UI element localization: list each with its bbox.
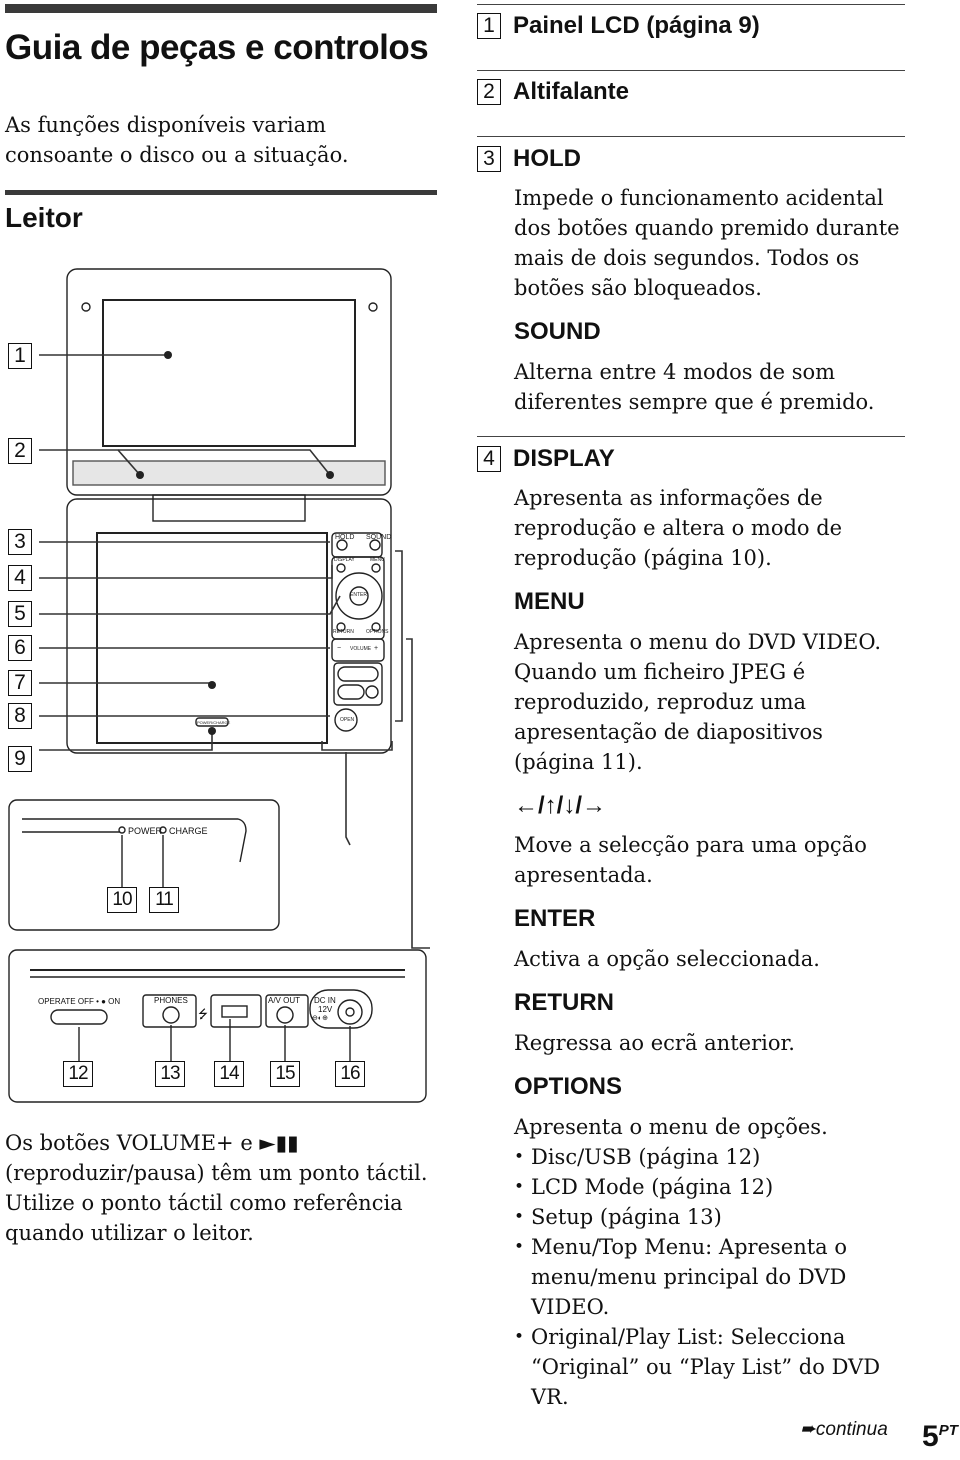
display-text: Apresenta as informações de reprodução e… bbox=[514, 486, 843, 570]
sound-title: SOUND bbox=[514, 318, 601, 345]
callout-16: 16 bbox=[335, 1061, 365, 1087]
callout-4: 4 bbox=[8, 565, 32, 591]
label-power-charge: POWER/CHARGE bbox=[197, 720, 231, 725]
section-4-title: DISPLAY bbox=[513, 445, 615, 472]
callout-6: 6 bbox=[8, 635, 32, 661]
label-volume-plus: + bbox=[374, 645, 379, 652]
tactile-note: Os botões VOLUME+ e ►▮▮ (reproduzir/paus… bbox=[5, 1131, 428, 1245]
player-diagram: HOLD SOUND DISPLAY MENU ENTER RETURN OPT… bbox=[0, 255, 440, 1115]
label-return: RETURN bbox=[333, 629, 354, 635]
label-sound: SOUND bbox=[366, 534, 392, 541]
hold-text: Impede o funcionamento acidental dos bot… bbox=[514, 186, 900, 300]
options-title: OPTIONS bbox=[514, 1073, 623, 1100]
callout-1: 1 bbox=[8, 343, 32, 369]
callout-s3: 3 bbox=[477, 146, 501, 172]
player-drawing bbox=[8, 268, 430, 1103]
list-item: Setup (página 13) bbox=[514, 1202, 909, 1232]
section-2-title: Altifalante bbox=[513, 78, 630, 105]
intro-text: As funções disponíveis variam consoante … bbox=[5, 113, 349, 167]
section-rule-left bbox=[5, 190, 437, 195]
section-title-leitor: Leitor bbox=[5, 202, 83, 233]
callout-9: 9 bbox=[8, 746, 32, 772]
callout-10: 10 bbox=[107, 887, 137, 913]
sound-text: Alterna entre 4 modos de som diferentes … bbox=[514, 360, 875, 414]
callout-8: 8 bbox=[8, 703, 32, 729]
rule-s1 bbox=[477, 4, 905, 5]
list-item: LCD Mode (página 12) bbox=[514, 1172, 909, 1202]
label-enter: ENTER bbox=[350, 592, 367, 598]
label-charge: CHARGE bbox=[169, 826, 208, 836]
rule-s3 bbox=[477, 136, 905, 137]
callout-7: 7 bbox=[8, 670, 32, 696]
page-title: Guia de peças e controlos bbox=[5, 28, 429, 67]
arrows-title: ←/↑/↓/→ bbox=[514, 792, 607, 819]
section-2: 2 Altifalante bbox=[477, 78, 629, 108]
label-volume: VOLUME bbox=[350, 646, 372, 652]
label-options: OPTIONS bbox=[366, 629, 389, 635]
dc-polarity-icon: ⊖◐⊕ bbox=[312, 1015, 328, 1022]
section-1: 1 Painel LCD (página 9) bbox=[477, 12, 760, 42]
section-1-title: Painel LCD (página 9) bbox=[513, 12, 760, 39]
callout-15: 15 bbox=[270, 1061, 300, 1087]
callout-14: 14 bbox=[214, 1061, 244, 1087]
callout-2: 2 bbox=[8, 438, 32, 464]
page-number: 5PT bbox=[922, 1420, 958, 1454]
label-hold: HOLD bbox=[335, 534, 355, 541]
options-text: Apresenta o menu de opções. bbox=[514, 1115, 828, 1139]
label-av-out: A/V OUT bbox=[268, 996, 301, 1005]
callout-12: 12 bbox=[63, 1061, 93, 1087]
callout-11: 11 bbox=[149, 887, 179, 913]
callout-s1: 1 bbox=[477, 13, 501, 39]
label-volume-minus: − bbox=[337, 645, 342, 652]
label-power: POWER bbox=[128, 826, 163, 836]
label-menu: MENU bbox=[370, 557, 385, 563]
arrows-text: Move a selecção para uma opção apresenta… bbox=[514, 833, 867, 887]
return-title: RETURN bbox=[514, 989, 614, 1016]
top-rule-left bbox=[5, 4, 437, 13]
rule-s4 bbox=[477, 436, 905, 437]
list-item: Menu/Top Menu: Apresenta o menu/menu pri… bbox=[514, 1232, 909, 1322]
label-phones: PHONES bbox=[154, 996, 188, 1005]
menu-text: Apresenta o menu do DVD VIDEO. Quando um… bbox=[514, 630, 882, 774]
label-dc-in: DC IN bbox=[314, 996, 336, 1005]
callout-3: 3 bbox=[8, 529, 32, 555]
section-4: 4 DISPLAY bbox=[477, 445, 615, 475]
section-3-title: HOLD bbox=[513, 145, 581, 172]
section-3: 3 HOLD bbox=[477, 145, 581, 175]
list-item: Original/Play List: Selecciona “Original… bbox=[514, 1322, 909, 1412]
label-open: OPEN bbox=[340, 717, 355, 723]
continua-label: ➨continua bbox=[800, 1419, 888, 1440]
page-language: PT bbox=[938, 1422, 958, 1439]
label-dc-volt: 12V bbox=[318, 1005, 333, 1014]
menu-title: MENU bbox=[514, 588, 585, 615]
callout-5: 5 bbox=[8, 601, 32, 627]
enter-text: Activa a opção seleccionada. bbox=[514, 947, 820, 971]
enter-title: ENTER bbox=[514, 905, 596, 932]
page-number-value: 5 bbox=[922, 1420, 939, 1453]
list-item: Disc/USB (página 12) bbox=[514, 1142, 909, 1172]
label-operate: OPERATE OFF • ● ON bbox=[38, 997, 121, 1006]
usb-icon: ⭍ bbox=[198, 1007, 208, 1021]
callout-13: 13 bbox=[155, 1061, 185, 1087]
return-text: Regressa ao ecrã anterior. bbox=[514, 1031, 795, 1055]
label-display: DISPLAY bbox=[334, 557, 355, 563]
callout-s4: 4 bbox=[477, 446, 501, 472]
options-list: Disc/USB (página 12) LCD Mode (página 12… bbox=[514, 1142, 909, 1412]
rule-s2 bbox=[477, 70, 905, 71]
callout-s2: 2 bbox=[477, 79, 501, 105]
